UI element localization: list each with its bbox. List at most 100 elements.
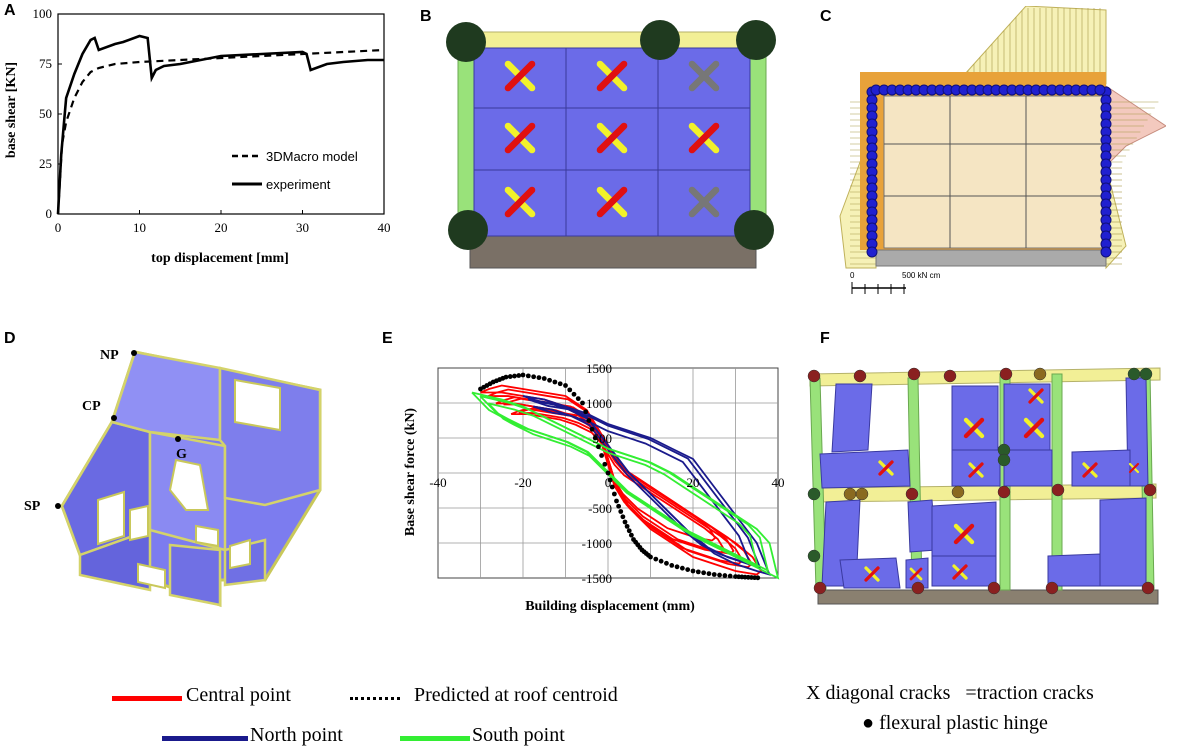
panel-e-predicted-dot bbox=[679, 565, 685, 571]
panel-e-predicted-dot bbox=[717, 572, 722, 578]
panel-grid bbox=[474, 48, 750, 236]
panel-e-predicted-dot bbox=[520, 372, 526, 378]
panel-e-ytick-label: -1500 bbox=[582, 571, 612, 586]
legend-central: Central point bbox=[186, 684, 291, 706]
crack-diagonal-mark bbox=[1028, 388, 1044, 404]
panel-b-diagram bbox=[446, 20, 776, 269]
panel-a-axes-box bbox=[57, 13, 385, 215]
panel-e-predicted-dot bbox=[596, 444, 601, 450]
panel-e-predicted-dot bbox=[616, 503, 622, 509]
openings bbox=[97, 378, 281, 590]
panel-e-predicted-dot bbox=[624, 523, 630, 529]
panel-f-diagram bbox=[807, 367, 1161, 605]
plastic-hinge bbox=[853, 369, 867, 383]
plastic-hinge bbox=[807, 369, 821, 383]
crack-diagonal-mark bbox=[688, 122, 720, 154]
legend-north: North point bbox=[250, 724, 343, 746]
panel-e-predicted-dot bbox=[622, 519, 628, 525]
panel-e-predicted-dot bbox=[674, 564, 680, 570]
plastic-hinge bbox=[855, 487, 869, 501]
panel-e-predicted-dot bbox=[583, 409, 589, 415]
panel-e-predicted-dot bbox=[755, 575, 761, 581]
panel-c-diagram: 0 500 kN cm bbox=[839, 6, 1166, 294]
panel-a-legend-model: 3DMacro model bbox=[266, 149, 358, 164]
crack-diagonal-mark bbox=[1023, 417, 1045, 439]
plastic-hinge bbox=[1127, 367, 1141, 381]
plastic-hinge bbox=[987, 581, 1001, 595]
crack-grey-mark bbox=[688, 186, 720, 218]
plastic-hinge bbox=[1143, 483, 1157, 497]
panel-e-predicted-dot bbox=[614, 498, 619, 504]
panel-a-letter: A bbox=[4, 2, 16, 19]
panel-a-xlabel: top displacement [mm] bbox=[151, 251, 289, 266]
panel-a-xtick-label: 30 bbox=[296, 220, 309, 235]
right-column bbox=[749, 41, 767, 237]
panel-e-predicted-dot bbox=[611, 491, 617, 497]
panel-a-xtick-label: 20 bbox=[215, 220, 228, 235]
panel-a-ytick-label: 100 bbox=[33, 6, 53, 21]
crack-grey-mark bbox=[688, 60, 720, 92]
panel-e-predicted-dot bbox=[586, 418, 592, 423]
wall-blocks bbox=[819, 377, 1149, 589]
panel-e-predicted-dot bbox=[706, 571, 712, 577]
panel-e-predicted-dot bbox=[567, 387, 573, 393]
panel-e-predicted-dot bbox=[685, 567, 691, 572]
panel-a-ytick-label: 75 bbox=[39, 56, 52, 71]
panel-a-xtick-label: 0 bbox=[55, 220, 62, 235]
panel-e-predicted-dot bbox=[695, 569, 701, 575]
plastic-hinge bbox=[807, 487, 821, 501]
panel-e-predicted-dot bbox=[557, 381, 563, 387]
scale-unit: 500 kN cm bbox=[902, 271, 941, 280]
plastic-hinge bbox=[943, 369, 957, 383]
legend-north-swatch bbox=[162, 736, 248, 741]
left-column bbox=[457, 41, 475, 237]
panel-e-ylabel: Base shear force (kN) bbox=[403, 408, 418, 537]
panel-e-ytick-label: -1000 bbox=[582, 536, 612, 551]
panel-e-predicted-dot bbox=[609, 484, 615, 490]
panel-a-xtick-label: 40 bbox=[378, 220, 391, 235]
panel-b-letter: B bbox=[420, 8, 432, 25]
hinge-top-right bbox=[736, 20, 776, 60]
frame-infill bbox=[883, 95, 1103, 249]
legend-predicted-swatch bbox=[350, 697, 400, 700]
panel-a-ytick-label: 0 bbox=[46, 206, 53, 221]
panel-e-xtick-label: -20 bbox=[514, 475, 531, 490]
panel-a-series-model bbox=[56, 48, 385, 215]
panel-e-predicted-dot bbox=[589, 426, 595, 432]
foundation bbox=[817, 589, 1159, 605]
crack-diagonal-mark bbox=[1082, 462, 1098, 478]
plastic-hinge bbox=[1139, 367, 1153, 381]
panel-e-xtick-label: 40 bbox=[772, 475, 785, 490]
crack-diagonal-mark bbox=[864, 566, 880, 582]
hinge-top-left bbox=[446, 22, 486, 62]
panel-e-xtick-label: -40 bbox=[429, 475, 446, 490]
crack-diagonal-mark bbox=[1128, 462, 1140, 474]
foundation bbox=[875, 249, 1107, 267]
plastic-hinge bbox=[1045, 581, 1059, 595]
scale-zero: 0 bbox=[850, 271, 855, 280]
point-markers bbox=[55, 350, 181, 509]
plastic-hinge bbox=[1033, 367, 1047, 381]
panel-e-predicted-dot bbox=[580, 400, 585, 406]
panel-d-diagram: NP CP G SP bbox=[24, 348, 322, 608]
panel-e-predicted-dot bbox=[658, 558, 664, 564]
plastic-hinge-right bbox=[1100, 246, 1112, 258]
plastic-hinge bbox=[911, 581, 925, 595]
crack-diagonal-mark bbox=[968, 462, 984, 478]
panel-a-legend-experiment: experiment bbox=[266, 177, 331, 192]
panel-e-predicted-dot bbox=[727, 573, 733, 579]
panel-e-predicted-dot bbox=[536, 375, 542, 381]
crack-diagonal-mark bbox=[596, 60, 628, 92]
legend-south-swatch bbox=[400, 736, 470, 741]
panel-d-letter: D bbox=[4, 330, 16, 347]
legend-predicted: Predicted at roof centroid bbox=[414, 684, 618, 706]
panel-e-predicted-dot bbox=[648, 554, 653, 560]
panel-e-predicted-dot bbox=[531, 374, 537, 380]
plastic-hinge-left bbox=[866, 246, 878, 258]
crack-diagonal-mark bbox=[878, 460, 894, 476]
panel-c-letter: C bbox=[820, 8, 832, 25]
panel-e-ytick-label: 1000 bbox=[586, 396, 612, 411]
panel-e-predicted-dot bbox=[664, 560, 669, 566]
panel-e-predicted-dot bbox=[607, 477, 613, 483]
